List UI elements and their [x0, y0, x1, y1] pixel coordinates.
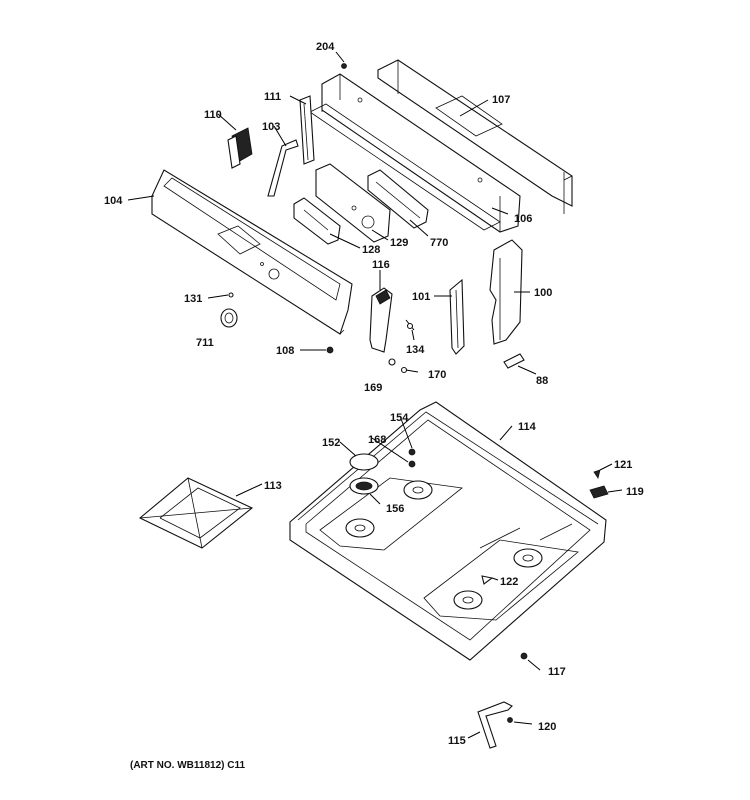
label-131: 131 — [184, 293, 202, 305]
label-110: 110 — [204, 109, 222, 121]
label-107: 107 — [492, 94, 510, 106]
tube-part-103 — [267, 139, 299, 197]
backguard-panel-part-106 — [309, 73, 521, 233]
label-116: 116 — [372, 259, 390, 271]
backguard-top-part-107 — [377, 59, 573, 214]
label-121: 121 — [614, 459, 632, 471]
bracket-part-101 — [449, 278, 465, 355]
leader-lines — [127, 51, 623, 739]
label-113: 113 — [264, 480, 282, 492]
board-part-770 — [367, 169, 429, 229]
label-168: 168 — [368, 434, 386, 446]
screw-part-168 — [408, 460, 416, 468]
label-120: 120 — [538, 721, 556, 733]
label-134: 134 — [406, 344, 425, 356]
overlay-part-128 — [293, 197, 341, 245]
burner-rear-left — [403, 480, 433, 500]
label-115: 115 — [448, 735, 466, 747]
knob-part-711 — [220, 308, 238, 328]
control-panel-part-104 — [151, 169, 353, 335]
art-number-caption: (ART NO. WB11812) C11 — [130, 760, 245, 771]
endcap-part-100 — [489, 239, 523, 345]
grate-part-113 — [138, 477, 254, 549]
screw-part-121 — [593, 469, 601, 479]
side-bracket-part-111 — [299, 95, 315, 165]
clip-part-131 — [228, 292, 234, 298]
label-119: 119 — [626, 486, 644, 498]
callout-labels: 204 111 107 110 103 104 106 128 129 770 … — [104, 41, 644, 747]
label-114: 114 — [518, 421, 537, 433]
burner-head-part-156 — [349, 477, 379, 495]
screw-part-204 — [341, 63, 347, 69]
label-152: 152 — [322, 437, 340, 449]
label-111: 111 — [264, 91, 281, 103]
label-156: 156 — [386, 503, 404, 515]
rod-part-115 — [477, 701, 513, 749]
label-103: 103 — [262, 121, 280, 133]
label-154: 154 — [390, 412, 409, 424]
label-122: 122 — [500, 576, 518, 588]
label-117: 117 — [548, 666, 566, 678]
label-170: 170 — [428, 369, 446, 381]
label-711: 711 — [196, 337, 214, 349]
part-122 — [481, 575, 494, 585]
label-106: 106 — [514, 213, 532, 225]
burner-rear-right — [513, 548, 543, 568]
screw-part-134 — [405, 319, 415, 331]
label-770: 770 — [430, 237, 448, 249]
side-trim-part-116 — [369, 287, 393, 353]
screw-part-120 — [507, 717, 513, 723]
bracket-part-119 — [589, 485, 609, 499]
label-169: 169 — [364, 382, 382, 394]
part-88 — [503, 353, 525, 369]
label-128: 128 — [362, 244, 380, 256]
burner-front-right — [453, 590, 483, 610]
burner-cap-part-152 — [349, 453, 379, 471]
label-104: 104 — [104, 195, 123, 207]
screw-part-108 — [326, 346, 334, 354]
switch-part-110 — [227, 127, 253, 169]
grommet-part-117 — [520, 652, 528, 660]
nut-part-169 — [388, 358, 396, 366]
label-88: 88 — [536, 375, 548, 387]
label-108: 108 — [276, 345, 294, 357]
label-101: 101 — [412, 291, 430, 303]
burner-front-left — [345, 518, 375, 538]
orifice-part-154 — [408, 448, 416, 456]
label-129: 129 — [390, 237, 408, 249]
label-100: 100 — [534, 287, 552, 299]
screw-part-170 — [400, 366, 419, 374]
label-204: 204 — [316, 41, 335, 53]
